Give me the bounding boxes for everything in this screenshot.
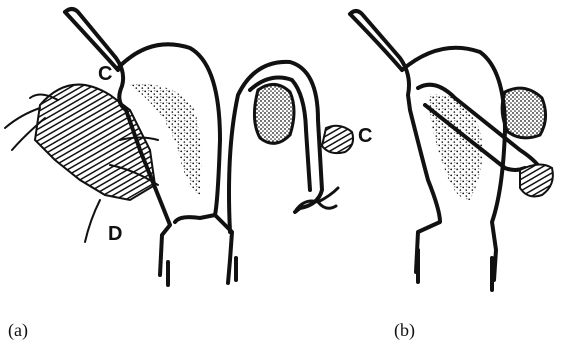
- panel-a-nodule: [254, 84, 294, 143]
- panel-b: (b): [350, 11, 553, 341]
- panel-a-caption: (a): [8, 320, 28, 341]
- panel-b-stippled-region: [428, 94, 482, 200]
- panel-a-label-c-top: C: [98, 63, 112, 85]
- panel-b-inner-outline: [350, 14, 402, 70]
- panel-a-inner-outline: [65, 12, 118, 70]
- panel-a-lower-stubs: [168, 258, 236, 285]
- panel-a-label-d: D: [108, 223, 122, 245]
- panel-a-dark-blob: [322, 126, 353, 153]
- panel-b-caption: (b): [394, 320, 415, 341]
- panel-a-lower-tube: [175, 215, 215, 222]
- panel-a: C C D (a): [5, 9, 372, 341]
- panel-a-label-c-right: C: [358, 125, 372, 147]
- panel-b-fringe: [520, 164, 553, 196]
- panel-b-nodule: [502, 88, 545, 138]
- panel-b-lower-stubs: [418, 250, 492, 290]
